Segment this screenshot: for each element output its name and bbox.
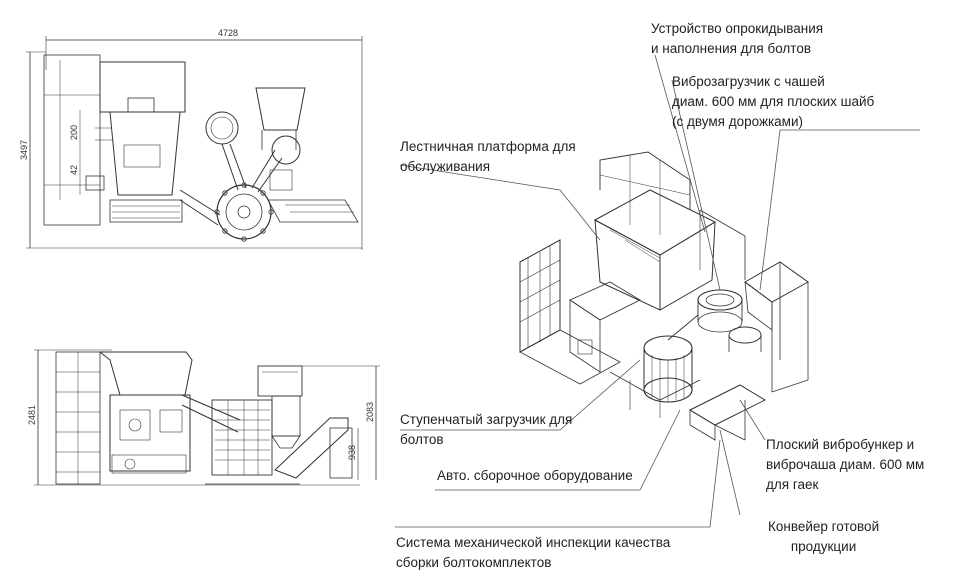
callout-ladder-platform: Лестничная платформа для обслуживания bbox=[400, 139, 576, 174]
side-view-drawing bbox=[34, 349, 380, 486]
callout-inspection-system: Система механической инспекции качества … bbox=[396, 535, 671, 570]
callout-conveyor: Конвейер готовой продукции bbox=[768, 519, 880, 554]
isometric-view-drawing bbox=[519, 151, 809, 441]
dim-top-width: 4728 bbox=[218, 28, 238, 38]
dim-top-height: 3497 bbox=[19, 140, 29, 160]
callout-tipping-device: Устройство опрокидывания и наполнения дл… bbox=[651, 21, 824, 56]
leader-lines bbox=[395, 54, 920, 528]
dim-top-inner-2: 42 bbox=[69, 165, 79, 175]
callout-auto-assembly: Авто. сборочное оборудование bbox=[437, 468, 633, 483]
callout-vibro-loader: Виброзагрузчик с чашей диам. 600 мм для … bbox=[672, 74, 875, 129]
callout-step-loader: Ступенчатый загрузчик для болтов bbox=[400, 412, 573, 447]
dim-side-small: 938 bbox=[347, 445, 357, 460]
callout-flat-vibro-bunker: Плоский вибробункер и виброчаша диам. 60… bbox=[766, 437, 925, 492]
dim-top-inner-1: 200 bbox=[69, 125, 79, 140]
top-view-drawing bbox=[26, 36, 363, 250]
dim-side-left-height: 2481 bbox=[27, 405, 37, 425]
dim-side-right-height: 2083 bbox=[365, 402, 375, 422]
